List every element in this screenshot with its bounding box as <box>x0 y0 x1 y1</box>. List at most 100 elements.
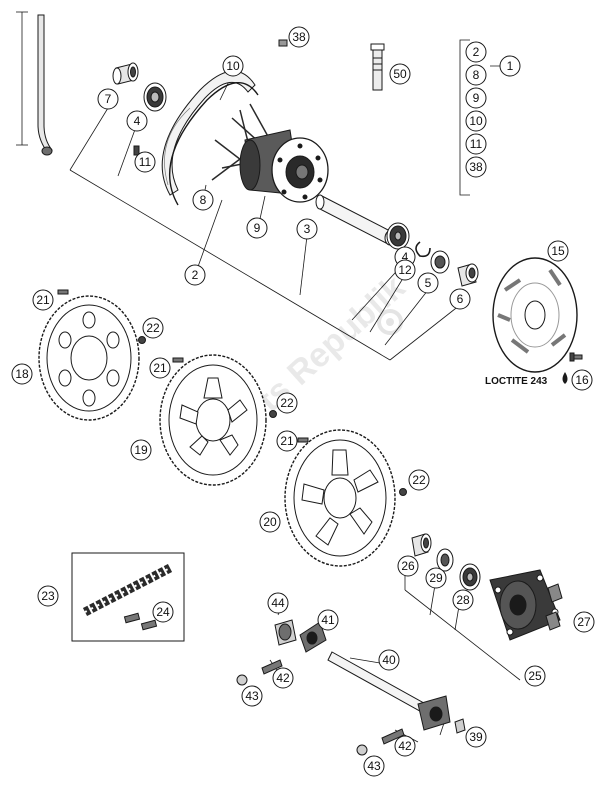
callout-10-rim: 10 <box>222 55 244 77</box>
shaft-seal-part <box>430 250 450 274</box>
callout-circle <box>276 392 298 414</box>
callout-label: 29 <box>429 571 443 585</box>
callout-circle <box>152 601 174 623</box>
callout-label: 22 <box>280 396 294 410</box>
callout-label: 5 <box>425 276 432 290</box>
callout-label: 20 <box>263 515 277 529</box>
callout-label: 50 <box>393 67 407 81</box>
callout-23-drive-chain: 23 <box>37 585 59 607</box>
callout-21-sprocket-screw: 21 <box>149 357 171 379</box>
wheel-bearing-part <box>143 82 167 112</box>
callout-20-rear-sprocket: 20 <box>259 511 281 533</box>
collar-bushing-part <box>454 718 466 734</box>
callout-label: 2 <box>192 268 199 282</box>
callout-label: 12 <box>398 263 412 277</box>
callout-label: 24 <box>156 605 170 619</box>
rear-sprocket-part <box>159 354 267 486</box>
callout-circle <box>296 218 318 240</box>
adjusting-screw-part <box>261 659 405 745</box>
callout-21-sprocket-screw: 21 <box>32 289 54 311</box>
damper-rubber-part <box>545 583 563 631</box>
callout-9-rear-hub: 9 <box>246 217 268 239</box>
valve-part <box>370 43 385 91</box>
kit-item-label: 9 <box>473 91 480 105</box>
callout-circle <box>571 369 593 391</box>
callout-label: 8 <box>200 193 207 207</box>
callout-18-rear-sprocket: 18 <box>11 363 33 385</box>
callout-circle <box>417 272 439 294</box>
callout-39-collar-bushing: 39 <box>465 726 487 748</box>
spacer-bushing-part <box>457 263 479 287</box>
callout-circle <box>425 567 447 589</box>
callout-circle <box>246 217 268 239</box>
callout-24-chain-master-link: 24 <box>152 601 174 623</box>
callout-label: 43 <box>367 759 381 773</box>
callout-12-circlip: 12 <box>394 259 416 281</box>
callout-label: 43 <box>245 689 259 703</box>
balance-weight-part <box>278 39 288 47</box>
parts-layer <box>37 14 583 756</box>
callout-3-spacer-sleeve: 3 <box>296 218 318 240</box>
callout-circle <box>408 469 430 491</box>
callout-label: 6 <box>457 292 464 306</box>
wheel-spindle-part <box>327 651 451 731</box>
callout-label: 22 <box>146 321 160 335</box>
callout-label: 21 <box>153 361 167 375</box>
kit-item-circle <box>465 156 487 178</box>
callout-21-sprocket-screw: 21 <box>276 430 298 452</box>
callout-7-spacer-bushing: 7 <box>97 88 119 110</box>
callout-circle <box>192 189 214 211</box>
kit-item-circle <box>465 133 487 155</box>
callout-label: 11 <box>139 155 152 169</box>
kit-item-11: 11 <box>465 133 487 155</box>
callout-label: 9 <box>254 221 261 235</box>
callout-circle <box>449 288 471 310</box>
kit-item-circle <box>465 87 487 109</box>
sprocket-screw-part <box>57 289 309 443</box>
callout-label: 4 <box>402 250 409 264</box>
kit-item-10: 10 <box>465 110 487 132</box>
callout-label: 40 <box>382 653 396 667</box>
drop-icon <box>562 372 568 384</box>
callout-circle <box>32 289 54 311</box>
callout-circle <box>288 26 310 48</box>
kit-item-38: 38 <box>465 156 487 178</box>
callout-22-sprocket-nut: 22 <box>408 469 430 491</box>
callout-layer: 1234456789101112151618192021212122222223… <box>11 26 595 777</box>
callout-label: 27 <box>577 615 591 629</box>
spoke-nipple-part <box>133 145 140 156</box>
callout-label: 1 <box>507 59 514 73</box>
callout-circle <box>267 592 289 614</box>
callout-41-chain-adjuster: 41 <box>317 609 339 631</box>
callout-circle <box>241 685 263 707</box>
callout-1-kit-marker: 1 <box>499 55 521 77</box>
callout-16-disc-screw: 16 <box>571 369 593 391</box>
rear-sprocket-part <box>38 295 140 421</box>
callout-circle <box>134 151 156 173</box>
callout-15-brake-disc: 15 <box>547 240 569 262</box>
callout-label: 10 <box>226 59 240 73</box>
kit-item-label: 8 <box>473 68 480 82</box>
spoke-gauge-part <box>37 14 53 156</box>
callout-label: 42 <box>398 739 412 753</box>
callout-circle <box>573 611 595 633</box>
callout-label: 16 <box>575 373 589 387</box>
callout-circle <box>394 259 416 281</box>
callout-label: 21 <box>36 293 50 307</box>
callout-label: 41 <box>321 613 335 627</box>
callout-label: 3 <box>304 222 311 236</box>
kit-item-9: 9 <box>465 87 487 109</box>
callout-circle <box>272 667 294 689</box>
callout-circle <box>465 726 487 748</box>
callout-42-adjusting-screw: 42 <box>394 735 416 757</box>
kit-item-label: 38 <box>469 160 483 174</box>
callout-circle <box>130 439 152 461</box>
callout-43-lock-nut: 43 <box>363 755 385 777</box>
callout-25-sprocket-carrier: 25 <box>524 665 546 687</box>
callout-circle <box>276 430 298 452</box>
circlip-part <box>415 241 431 258</box>
callout-circle <box>149 357 171 379</box>
callout-50-valve: 50 <box>389 63 411 85</box>
